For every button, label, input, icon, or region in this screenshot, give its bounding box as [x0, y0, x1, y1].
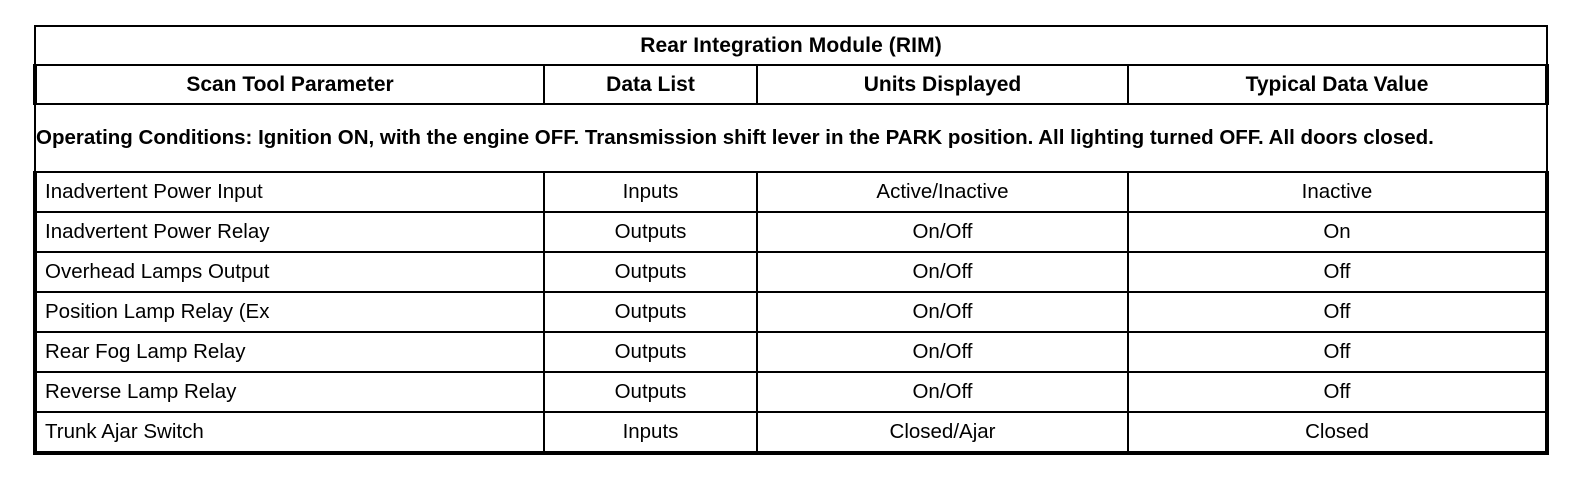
- cell-typical-value: Off: [1126, 291, 1550, 333]
- cell-units: Active/Inactive: [756, 171, 1129, 213]
- table-row: Position Lamp Relay (Ex Outputs On/Off O…: [33, 291, 1550, 333]
- table-row: Rear Fog Lamp Relay Outputs On/Off Off: [33, 331, 1550, 373]
- table-row: Reverse Lamp Relay Outputs On/Off Off: [33, 371, 1550, 413]
- cell-data-list: Outputs: [543, 251, 758, 293]
- column-header-scan-tool-parameter: Scan Tool Parameter: [33, 64, 545, 105]
- cell-data-list: Inputs: [543, 411, 758, 455]
- cell-typical-value: Off: [1126, 371, 1550, 413]
- cell-parameter: Overhead Lamps Output: [33, 251, 545, 293]
- operating-conditions-row: Operating Conditions: Ignition ON, with …: [33, 103, 1549, 173]
- cell-units: Closed/Ajar: [756, 411, 1129, 455]
- cell-units: On/Off: [756, 371, 1129, 413]
- cell-data-list: Outputs: [543, 291, 758, 333]
- cell-typical-value: Off: [1126, 331, 1550, 373]
- cell-data-list: Inputs: [543, 171, 758, 213]
- cell-typical-value: Off: [1126, 251, 1550, 293]
- cell-data-list: Outputs: [543, 371, 758, 413]
- cell-data-list: Outputs: [543, 331, 758, 373]
- column-header-typical-data-value: Typical Data Value: [1126, 64, 1550, 105]
- column-header-units-displayed: Units Displayed: [756, 64, 1129, 105]
- table-row: Overhead Lamps Output Outputs On/Off Off: [33, 251, 1550, 293]
- operating-conditions-text: Operating Conditions: Ignition ON, with …: [33, 103, 1549, 173]
- cell-parameter: Position Lamp Relay (Ex: [33, 291, 545, 333]
- cell-units: On/Off: [756, 291, 1129, 333]
- cell-typical-value: Inactive: [1126, 171, 1550, 213]
- scan-tool-parameter-table: Rear Integration Module (RIM) Scan Tool …: [33, 25, 1550, 455]
- cell-parameter: Trunk Ajar Switch: [33, 411, 545, 455]
- table-header-row: Scan Tool Parameter Data List Units Disp…: [33, 64, 1550, 105]
- cell-parameter: Reverse Lamp Relay: [33, 371, 545, 413]
- table-body: Rear Integration Module (RIM) Scan Tool …: [33, 25, 1550, 455]
- cell-units: On/Off: [756, 331, 1129, 373]
- cell-data-list: Outputs: [543, 211, 758, 253]
- table-row: Trunk Ajar Switch Inputs Closed/Ajar Clo…: [33, 411, 1550, 455]
- table-title-row: Rear Integration Module (RIM): [33, 25, 1549, 66]
- cell-parameter: Inadvertent Power Input: [33, 171, 545, 213]
- cell-typical-value: Closed: [1126, 411, 1550, 455]
- cell-typical-value: On: [1126, 211, 1550, 253]
- cell-parameter: Inadvertent Power Relay: [33, 211, 545, 253]
- column-header-data-list: Data List: [543, 64, 758, 105]
- table-title: Rear Integration Module (RIM): [33, 25, 1549, 66]
- cell-parameter: Rear Fog Lamp Relay: [33, 331, 545, 373]
- cell-units: On/Off: [756, 211, 1129, 253]
- cell-units: On/Off: [756, 251, 1129, 293]
- table-row: Inadvertent Power Relay Outputs On/Off O…: [33, 211, 1550, 253]
- table-row: Inadvertent Power Input Inputs Active/In…: [33, 171, 1550, 213]
